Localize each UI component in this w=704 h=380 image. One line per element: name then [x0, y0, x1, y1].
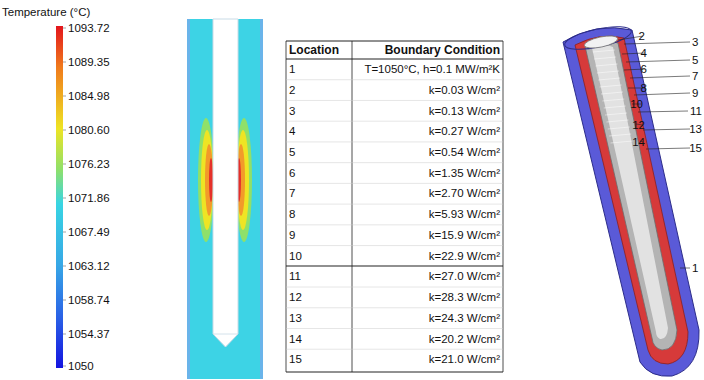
- table-cell: k=2.70 W/cm²: [429, 187, 500, 200]
- table-row-rule: [286, 141, 503, 142]
- table-cell: 5: [289, 146, 295, 159]
- table-row-rule: [286, 162, 503, 163]
- tick-label: 1050: [68, 360, 94, 373]
- table-row-rule: [286, 307, 503, 308]
- tick-label: 1067.49: [68, 226, 110, 239]
- tick-label: 1089.35: [68, 56, 110, 69]
- tick-label: 1093.72: [68, 22, 110, 35]
- tick-label: 1071.86: [68, 192, 110, 205]
- table-cell: 4: [289, 125, 295, 138]
- fin: [597, 71, 619, 73]
- fin: [608, 127, 630, 129]
- table-cell: k=0.13 W/cm²: [429, 105, 500, 118]
- color-bar: [56, 26, 63, 368]
- callout-number: 8: [641, 82, 647, 95]
- callout-number: 5: [692, 54, 698, 67]
- tick-label: 1084.98: [68, 90, 110, 103]
- fin: [598, 78, 620, 80]
- table-row-rules: [286, 80, 503, 349]
- table-cell: 10: [289, 250, 302, 263]
- fin: [600, 85, 622, 87]
- table-cell: 1: [289, 63, 295, 76]
- table-cell: 9: [289, 229, 295, 242]
- table-row-rule: [286, 79, 503, 80]
- callout-number: 2: [639, 30, 645, 43]
- table-cell: k=22.9 W/cm²: [429, 250, 500, 263]
- table-cell: 8: [289, 208, 295, 221]
- tick-label: 1080.60: [68, 124, 110, 137]
- table-cell: k=28.3 W/cm²: [429, 291, 500, 304]
- callout-number: 9: [692, 87, 698, 100]
- fin: [601, 92, 623, 94]
- callout-number: 7: [692, 70, 698, 83]
- fin: [593, 50, 615, 52]
- table-cell: k=24.3 W/cm²: [429, 312, 500, 325]
- callout-number: 10: [630, 98, 643, 111]
- fin: [602, 99, 624, 101]
- color-bar-ticks: [63, 28, 66, 366]
- table-row-rule: [286, 245, 503, 246]
- table-cell: 14: [289, 333, 302, 346]
- callout-number: 3: [692, 36, 698, 49]
- table-cell: 11: [289, 270, 301, 283]
- tick-label: 1063.12: [68, 260, 110, 273]
- fin: [596, 64, 618, 66]
- table-row-rule: [286, 349, 503, 350]
- callout-number: 15: [689, 142, 702, 155]
- table-cell: T=1050°C, h=0.1 MW/m²K: [364, 63, 500, 76]
- table-row-rule: [286, 328, 503, 329]
- table-row-rule: [286, 287, 503, 288]
- table-cell: 6: [289, 167, 295, 180]
- table-cell: 2: [289, 84, 295, 97]
- heater-cutaway: [563, 22, 699, 376]
- table-cell: 15: [289, 353, 302, 366]
- table-row-rule: [286, 100, 503, 101]
- table-cell: k=0.27 W/cm²: [429, 125, 500, 138]
- callout-number: 6: [641, 63, 647, 76]
- legend-title: Temperature (°C): [2, 6, 90, 19]
- callout-number: 13: [689, 123, 702, 136]
- table-row-rule: [286, 183, 503, 184]
- tick-label: 1054.37: [68, 328, 110, 341]
- fin: [606, 120, 628, 122]
- temperature-contour: [187, 19, 263, 379]
- table-cell: k=0.54 W/cm²: [429, 146, 500, 159]
- callout-number: 4: [641, 47, 647, 60]
- table-row-rule: [286, 204, 503, 205]
- table-cell: k=27.0 W/cm²: [429, 270, 500, 283]
- fin: [611, 141, 633, 143]
- table-cell: 12: [289, 291, 302, 304]
- callout-number: 11: [690, 105, 702, 118]
- table-rules: [286, 41, 503, 372]
- table-header: Location: [289, 44, 339, 57]
- table-cell: k=20.2 W/cm²: [429, 333, 500, 346]
- table-cell: k=5.93 W/cm²: [429, 208, 500, 221]
- fin: [604, 106, 626, 108]
- table-cell: 3: [289, 105, 295, 118]
- table-row-rule: [286, 121, 503, 122]
- table-cell: 7: [289, 187, 295, 200]
- tick-label: 1076.23: [68, 158, 110, 171]
- table-header: Boundary Condition: [385, 44, 500, 57]
- fin: [605, 113, 627, 115]
- table-row-rule: [286, 224, 503, 225]
- leader-lines: [618, 36, 690, 268]
- fin: [609, 134, 631, 136]
- table-cell: 13: [289, 312, 302, 325]
- table-cell: k=1.35 W/cm²: [429, 167, 500, 180]
- table-cell: k=21.0 W/cm²: [429, 353, 500, 366]
- fin: [594, 57, 616, 59]
- tick-label: 1058.74: [68, 294, 110, 307]
- callout-number: 12: [632, 119, 645, 132]
- callout-number: 14: [632, 136, 645, 149]
- callout-number: 1: [692, 262, 698, 275]
- table-cell: k=15.9 W/cm²: [429, 229, 500, 242]
- table-cell: k=0.03 W/cm²: [429, 84, 500, 97]
